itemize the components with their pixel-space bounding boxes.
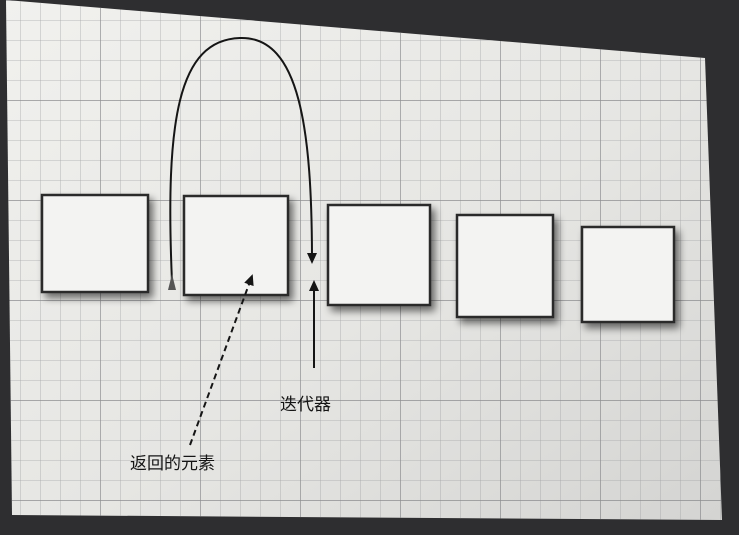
- element-box-5: [580, 225, 676, 324]
- element-box-1: [40, 193, 150, 294]
- element-box-4: [455, 213, 555, 319]
- returned-element-arrow: [189, 274, 254, 446]
- element-boxes: [40, 193, 676, 324]
- arc-start-marker: [168, 274, 176, 290]
- element-box-2: [182, 194, 290, 297]
- element-box-3: [326, 203, 432, 307]
- iterator-label: 迭代器: [280, 395, 331, 415]
- returned-element-label: 返回的元素: [130, 454, 215, 474]
- iteration-arc-arrow: [169, 36, 317, 283]
